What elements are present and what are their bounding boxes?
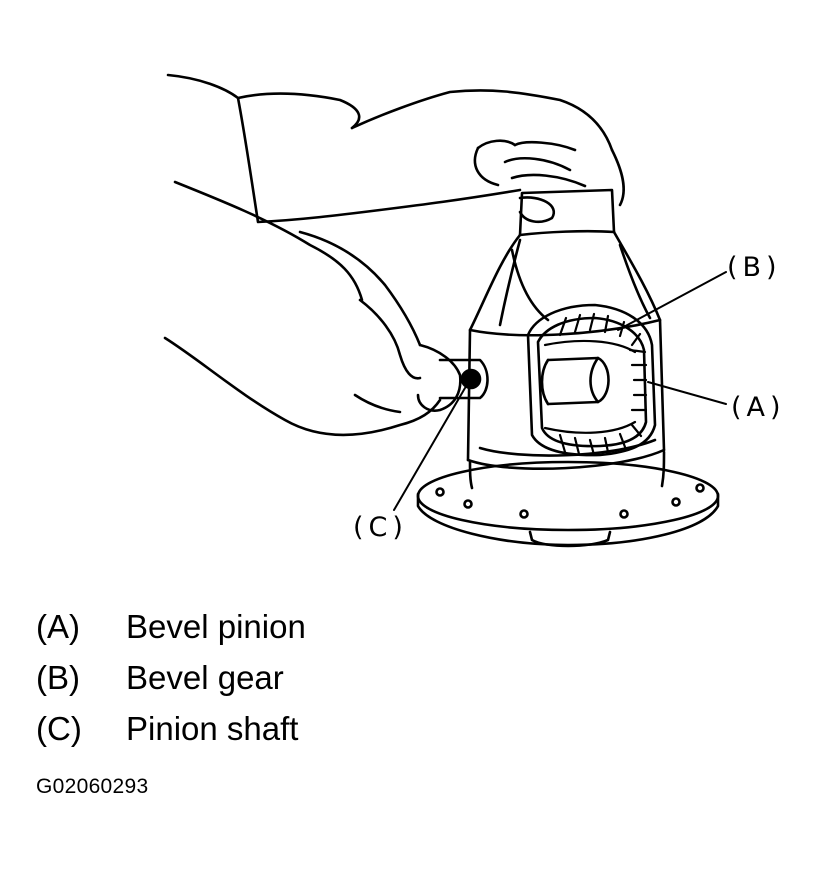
bevel-pinion xyxy=(540,356,610,406)
legend-text: Bevel pinion xyxy=(126,608,306,645)
pinion-shaft xyxy=(438,358,489,400)
lower-hand xyxy=(163,180,462,437)
callout-a: (A) xyxy=(731,392,786,423)
legend-text: Pinion shaft xyxy=(126,710,299,747)
leader-line-a xyxy=(647,381,727,405)
legend-key: (C) xyxy=(36,710,82,747)
bevel-gear xyxy=(543,312,648,457)
leader-line-b xyxy=(617,271,727,331)
case-top-boss xyxy=(518,188,616,237)
legend-text: Bevel gear xyxy=(126,659,284,696)
leader-lines xyxy=(393,271,727,511)
case-flange xyxy=(416,450,720,547)
differential-illustration xyxy=(163,73,727,548)
legend-key: (A) xyxy=(36,608,80,645)
callout-c: (C) xyxy=(353,512,408,543)
legend-key: (B) xyxy=(36,659,80,696)
case-bottom-boss xyxy=(528,530,612,548)
callout-b: (B) xyxy=(727,252,782,283)
figure-id: G02060293 xyxy=(36,775,149,798)
case-window xyxy=(526,303,657,457)
leader-line-c xyxy=(393,387,466,511)
upper-hand xyxy=(166,73,625,224)
